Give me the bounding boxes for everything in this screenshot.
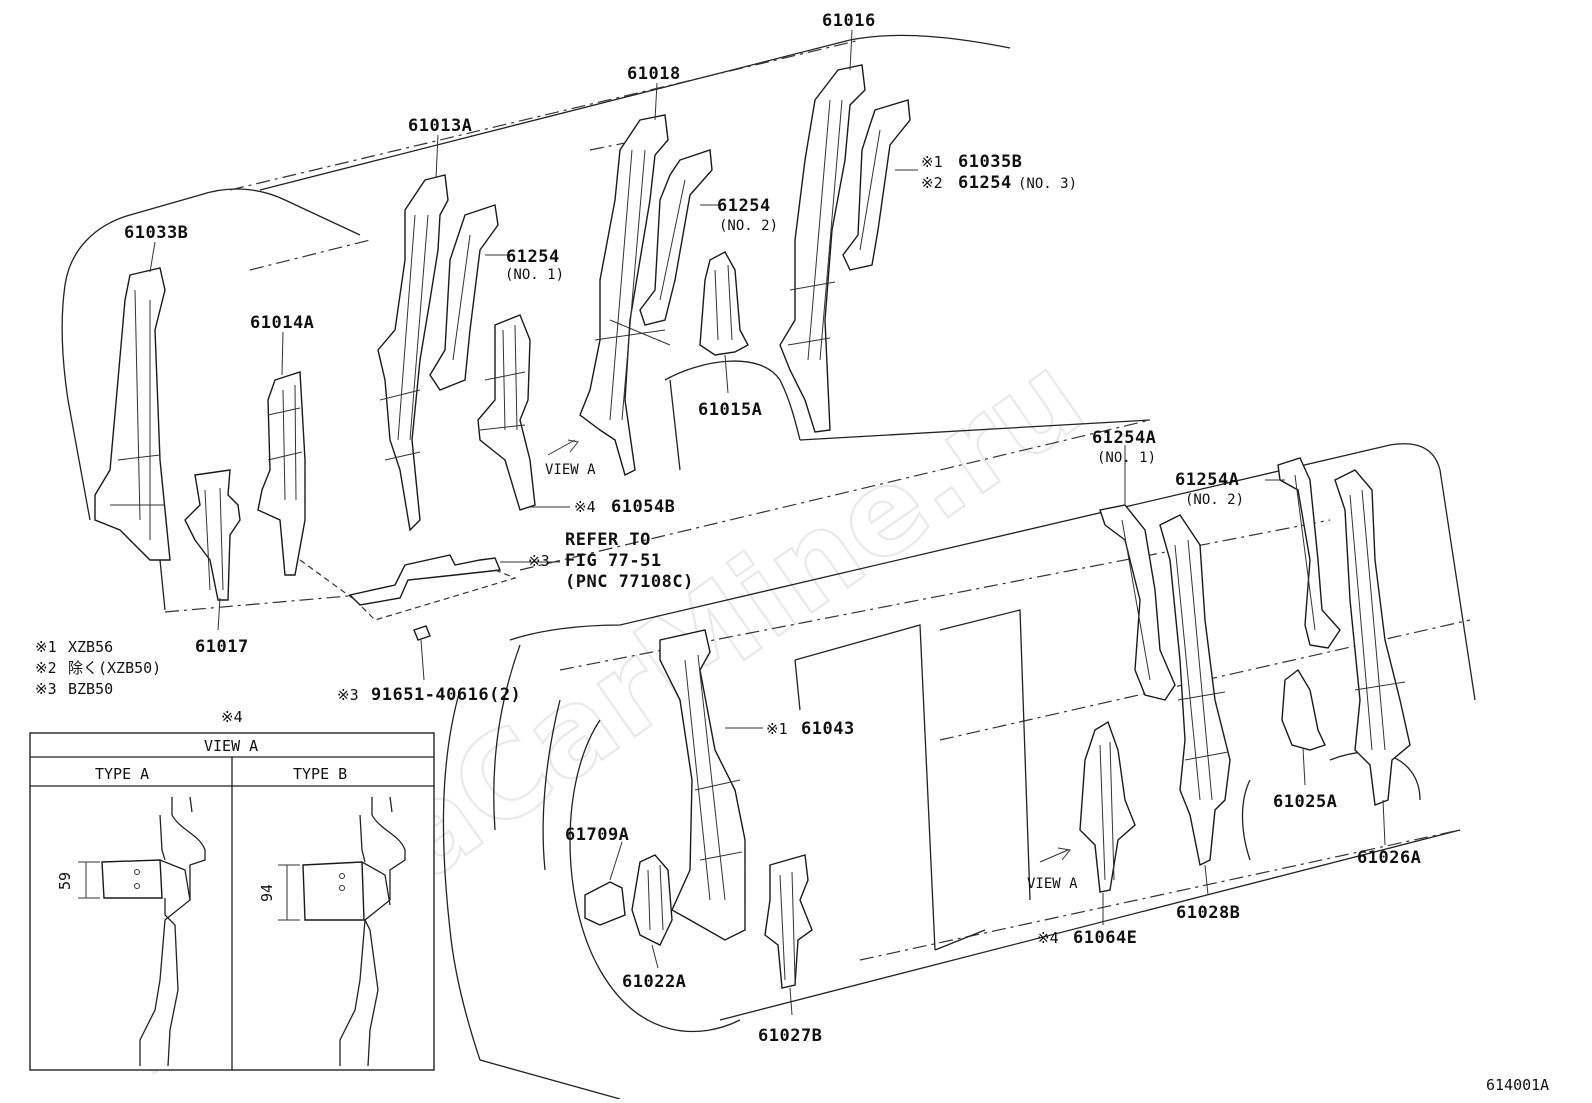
part-61025A-shape bbox=[1281, 668, 1326, 751]
inset-mark: ※4 bbox=[221, 708, 243, 726]
label-61054B-mark: ※4 bbox=[574, 498, 596, 516]
label-61254-no1-sub: (NO. 1) bbox=[505, 267, 564, 283]
leader-lines bbox=[149, 29, 1386, 1016]
label-61016: 61016 bbox=[822, 11, 876, 31]
label-61027B: 61027B bbox=[758, 1026, 822, 1046]
dim-b: 94 bbox=[258, 884, 276, 902]
label-61709A: 61709A bbox=[565, 825, 629, 845]
legend-mark-3: ※3 bbox=[35, 680, 57, 698]
label-61064E: 61064E bbox=[1073, 928, 1137, 948]
bracket-77108C-shape bbox=[299, 554, 517, 621]
part-61018-shape bbox=[579, 114, 671, 477]
type-a-drawing: 59 bbox=[56, 796, 206, 1067]
legend-text-1: XZB56 bbox=[68, 638, 113, 656]
part-61016-shape bbox=[779, 64, 866, 433]
label-refer-line3: (PNC 77108C) bbox=[565, 572, 694, 592]
part-61017-shape bbox=[184, 469, 241, 601]
part-61709A-shape bbox=[584, 881, 626, 926]
part-61054B-shape bbox=[477, 314, 536, 511]
label-61033B: 61033B bbox=[124, 223, 188, 243]
part-61254-no1-shape bbox=[429, 204, 499, 391]
type-b-drawing: 94 bbox=[258, 796, 406, 1067]
label-bolt-mark: ※3 bbox=[337, 686, 359, 704]
label-61043: 61043 bbox=[801, 719, 855, 739]
label-61014A: 61014A bbox=[250, 313, 314, 333]
label-61015A: 61015A bbox=[698, 400, 762, 420]
part-61027B-shape bbox=[764, 854, 813, 989]
label-61254-no3-sub: (NO. 3) bbox=[1018, 176, 1077, 192]
legend-text-3: BZB50 bbox=[68, 680, 113, 698]
part-61035B-shape bbox=[842, 99, 911, 271]
part-61254-no2-shape bbox=[639, 149, 713, 326]
inset-title: VIEW A bbox=[204, 737, 258, 755]
label-bolt: 91651-40616(2) bbox=[371, 685, 521, 705]
label-refer-line1: REFER TO bbox=[565, 530, 651, 550]
part-61254A-no1-shape bbox=[1099, 504, 1176, 701]
label-61254-no2: 61254 bbox=[717, 196, 771, 216]
label-view-a-lower: VIEW A bbox=[1027, 876, 1078, 892]
part-61015A-shape bbox=[699, 251, 749, 356]
diagram-code: 614001A bbox=[1486, 1076, 1549, 1094]
label-view-a-upper: VIEW A bbox=[545, 462, 596, 478]
label-61025A: 61025A bbox=[1273, 792, 1337, 812]
label-61022A: 61022A bbox=[622, 972, 686, 992]
label-refer-mark: ※3 bbox=[528, 552, 550, 570]
label-61054B: 61054B bbox=[611, 497, 675, 517]
label-61035B: 61035B bbox=[958, 152, 1022, 172]
dim-a: 59 bbox=[56, 872, 74, 890]
inset-type-b: TYPE B bbox=[293, 765, 347, 783]
part-61026A-shape bbox=[1334, 469, 1411, 806]
legend-mark-2: ※2 bbox=[35, 659, 57, 677]
label-61018: 61018 bbox=[627, 64, 681, 84]
part-61028B-shape bbox=[1159, 514, 1231, 867]
label-61254-no1: 61254 bbox=[506, 247, 560, 267]
label-61064E-mark: ※4 bbox=[1037, 929, 1059, 947]
part-61014A-shape bbox=[257, 371, 306, 576]
label-61254-no3-mark: ※2 bbox=[921, 174, 943, 192]
part-61033B-shape bbox=[94, 267, 171, 561]
legend-text-2: 除く(XZB50) bbox=[68, 659, 161, 677]
label-61254A-no1: 61254A bbox=[1092, 428, 1156, 448]
label-61043-mark: ※1 bbox=[766, 720, 788, 738]
label-61254-no2-sub: (NO. 2) bbox=[719, 218, 778, 234]
part-61064E-shape bbox=[1079, 720, 1136, 893]
label-61028B: 61028B bbox=[1176, 903, 1240, 923]
label-61254A-no2-sub: (NO. 2) bbox=[1185, 492, 1244, 508]
label-61254-no3: 61254 bbox=[958, 173, 1012, 193]
view-a-inset: ※4 VIEW A TYPE A TYPE B 59 bbox=[29, 708, 435, 1071]
legend-mark-1: ※1 bbox=[35, 638, 57, 656]
label-61254A-no2: 61254A bbox=[1175, 470, 1239, 490]
upper-body-outline bbox=[61, 34, 1151, 613]
label-61026A: 61026A bbox=[1357, 848, 1421, 868]
label-61035B-mark: ※1 bbox=[921, 153, 943, 171]
legend: ※1 XZB56 ※2 除く(XZB50) ※3 BZB50 bbox=[35, 638, 161, 698]
inset-type-a: TYPE A bbox=[95, 765, 149, 783]
part-61043-shape bbox=[659, 629, 746, 941]
part-61254A-no2-shape bbox=[1277, 457, 1341, 649]
bolt-shape bbox=[413, 625, 431, 681]
label-refer-line2: FIG 77-51 bbox=[565, 551, 662, 571]
part-61022A-shape bbox=[631, 854, 673, 946]
label-61017: 61017 bbox=[195, 637, 249, 657]
part-61013A-shape bbox=[377, 174, 449, 532]
label-61013A: 61013A bbox=[408, 116, 472, 136]
label-61254A-no1-sub: (NO. 1) bbox=[1097, 450, 1156, 466]
